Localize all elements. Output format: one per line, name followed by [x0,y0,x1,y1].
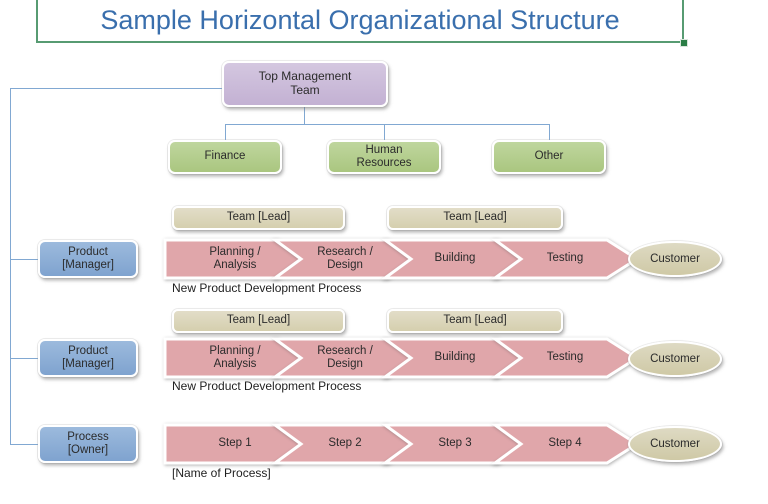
chevron-shape[interactable] [490,337,640,379]
process-chevrons-row3[interactable] [163,423,643,468]
process-caption-row1: New Product Development Process [172,281,362,295]
process-caption-row3: [Name of Process] [172,466,271,480]
connector-line [549,124,550,140]
connector-line [384,124,385,140]
dept-box-human-resources[interactable]: Human Resources [327,140,441,174]
team-lead-box[interactable]: Team [Lead] [387,206,563,230]
customer-ellipse-row2[interactable]: Customer [628,341,722,377]
manager-label: Product [Manager] [62,344,114,370]
top-management-label: Top Management Team [258,69,352,97]
dept-box-other[interactable]: Other [492,140,606,174]
team-lead-label: Team [Lead] [226,211,291,224]
connector-line [225,124,226,140]
process-caption-row2: New Product Development Process [172,379,362,393]
process-chevrons-row2[interactable] [163,337,643,382]
connector-line [10,88,11,444]
team-lead-box[interactable]: Team [Lead] [172,309,345,333]
process-owner-box[interactable]: Process [Owner] [38,425,138,463]
chevron-shape[interactable] [490,423,640,465]
customer-label: Customer [650,438,700,450]
connector-line [10,259,38,260]
connector-line [10,88,222,89]
team-lead-label: Team [Lead] [226,314,291,327]
manager-label: Process [Owner] [67,430,109,456]
manager-label: Product [Manager] [62,245,114,271]
connector-line [10,444,38,445]
slide-title: Sample Horizontal Organizational Structu… [100,5,620,35]
connector-line [225,124,550,125]
connector-line [304,107,305,124]
customer-ellipse-row1[interactable]: Customer [628,241,722,277]
process-chevrons-row1[interactable] [163,238,643,283]
dept-label: Finance [204,150,246,163]
chevron-shape[interactable] [490,238,640,280]
selection-handle[interactable] [680,39,688,47]
manager-box-row2[interactable]: Product [Manager] [38,339,138,377]
dept-label: Other [534,150,564,163]
team-lead-box[interactable]: Team [Lead] [172,206,345,230]
title-box[interactable]: Sample Horizontal Organizational Structu… [36,0,684,43]
dept-label: Human Resources [356,143,412,169]
top-management-box[interactable]: Top Management Team [222,61,388,107]
customer-ellipse-row3[interactable]: Customer [628,426,722,462]
team-lead-label: Team [Lead] [443,314,507,327]
dept-box-finance[interactable]: Finance [168,140,282,174]
team-lead-box[interactable]: Team [Lead] [387,309,563,333]
team-lead-label: Team [Lead] [443,211,507,224]
manager-box-row1[interactable]: Product [Manager] [38,240,138,278]
customer-label: Customer [650,253,700,265]
customer-label: Customer [650,353,700,365]
connector-line [10,358,38,359]
